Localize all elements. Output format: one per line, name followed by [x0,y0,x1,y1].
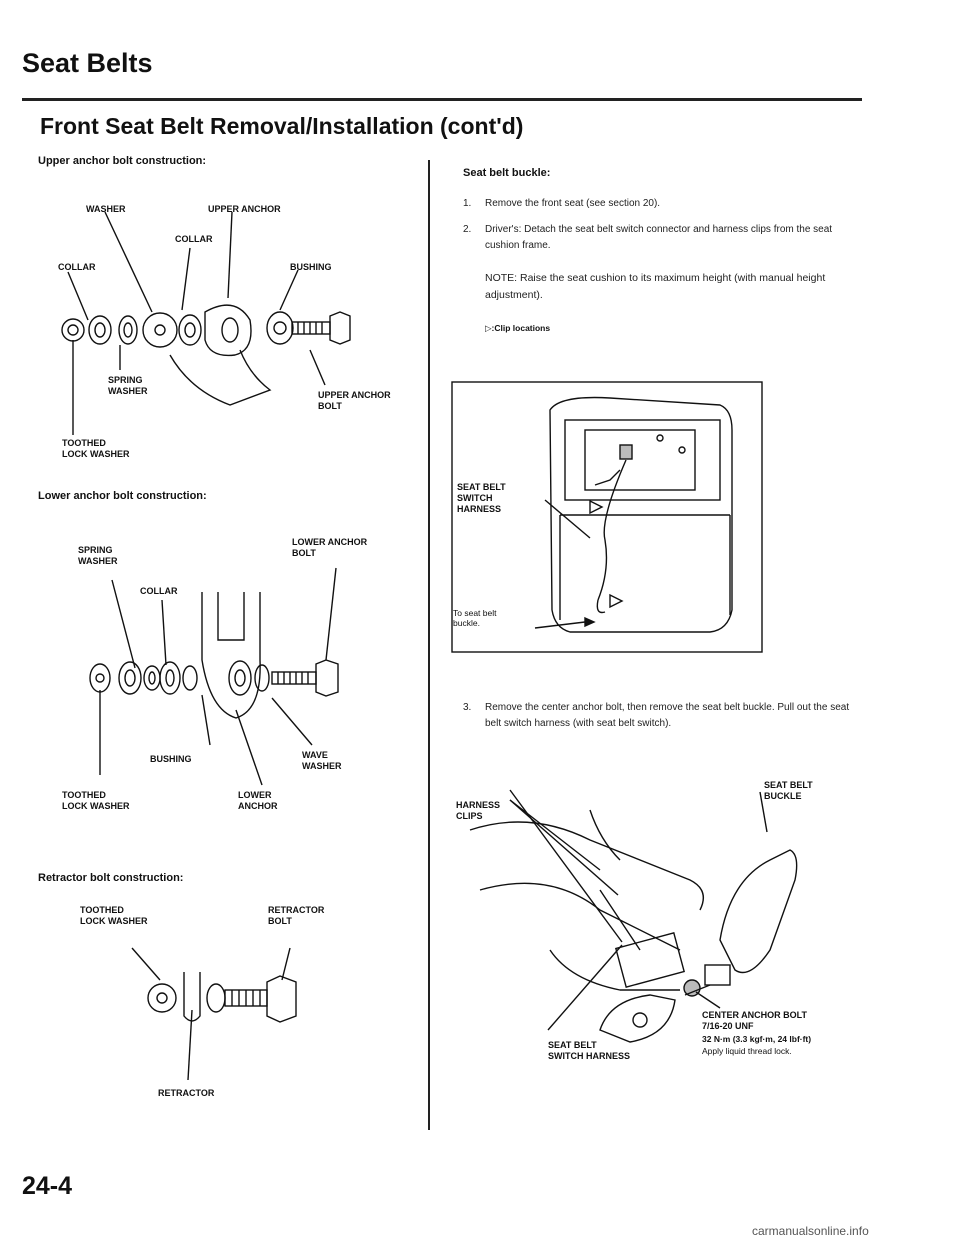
clip-legend: ▷:Clip locations [485,323,551,333]
label-washer: WASHER [86,204,126,214]
label-lower-anchor: LOWER ANCHOR [238,790,278,811]
retractor-diagram [131,947,297,1081]
step-1-text: Remove the front seat (see section 20). [485,198,661,209]
label-center-anchor-bolt: CENTER ANCHOR BOLT 7/16-20 UNF [702,1010,807,1031]
label-lower-bushing: BUSHING [150,754,192,764]
label-torque-spec: 32 N·m (3.3 kgf·m, 24 lbf·ft) [702,1034,812,1044]
label-lower-collar: COLLAR [140,586,178,596]
label-thread-lock: Apply liquid thread lock. [702,1046,792,1056]
label-bushing: BUSHING [290,262,332,272]
retractor-caption: Retractor bolt construction: [38,872,184,884]
step-3-number: 3. [463,702,472,713]
label-retractor-toothed-lock-washer: TOOTHED LOCK WASHER [80,905,148,926]
label-harness-clips: HARNESS CLIPS [456,800,501,821]
page-number: 24-4 [22,1172,73,1200]
step-2-number: 2. [463,224,472,235]
header-rule [22,98,862,101]
note-text: NOTE: Raise the seat cushion to its maxi… [485,272,826,301]
label-seat-belt-switch-harness-2: SEAT BELT SWITCH HARNESS [548,1040,631,1061]
upper-anchor-caption: Upper anchor bolt construction: [38,155,207,167]
step-3-text: Remove the center anchor bolt, then remo… [485,702,850,729]
label-seat-belt-buckle: SEAT BELT BUCKLE [764,780,813,801]
seat-cushion-diagram [451,381,763,653]
label-retractor: RETRACTOR [158,1088,215,1098]
lower-anchor-caption: Lower anchor bolt construction: [38,490,207,502]
label-retractor-bolt: RETRACTOR BOLT [268,905,325,926]
column-divider [428,160,430,1130]
label-upper-anchor-bolt: UPPER ANCHOR BOLT [318,390,391,411]
step-1-number: 1. [463,198,472,209]
page-subtitle: Front Seat Belt Removal/Installation (co… [40,113,524,139]
label-wave-washer: WAVE WASHER [302,750,342,771]
buckle-caption: Seat belt buckle: [463,167,551,179]
label-lower-spring-washer: SPRING WASHER [78,545,118,566]
label-spring-washer: SPRING WASHER [108,375,148,396]
label-to-buckle: To seat belt buckle. [453,608,497,628]
label-seat-belt-switch-harness: SEAT BELT SWITCH HARNESS [457,482,506,514]
label-lower-toothed-lock-washer: TOOTHED LOCK WASHER [62,790,130,811]
watermark: carmanualsonline.info [752,1224,869,1238]
label-upper-anchor: UPPER ANCHOR [208,204,281,214]
label-toothed-lock-washer: TOOTHED LOCK WASHER [62,438,130,459]
step-2-text: Driver's: Detach the seat belt switch co… [485,224,833,251]
upper-anchor-diagram [61,211,351,435]
label-lower-anchor-bolt: LOWER ANCHOR BOLT [292,537,368,558]
buckle-diagram [469,789,798,1043]
section-title: Seat Belts [22,48,153,78]
lower-anchor-diagram [89,567,339,786]
label-collar-top: COLLAR [175,234,213,244]
label-collar-left: COLLAR [58,262,96,272]
